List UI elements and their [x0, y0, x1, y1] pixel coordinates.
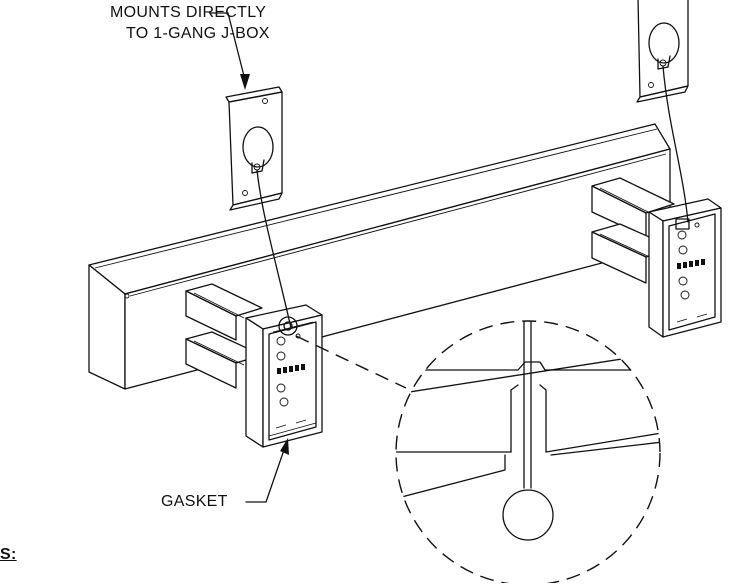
- left-wall-plate: [225, 86, 283, 211]
- right-wall-plate: [636, 0, 689, 103]
- model-marking-left: [277, 364, 305, 374]
- detail-leader: [295, 335, 407, 389]
- mounts-label-line2: TO 1-GANG J-BOX: [126, 25, 270, 42]
- left-gasket-frame: [245, 304, 323, 448]
- detail-view: [395, 320, 661, 586]
- mounts-leader: [209, 12, 250, 90]
- notes-heading: S:: [0, 546, 17, 563]
- right-gasket-frame: [648, 198, 722, 338]
- model-marking-right: [677, 259, 705, 269]
- right-wire: [662, 65, 689, 223]
- gasket-label: GASKET: [161, 493, 228, 510]
- mounts-label-line1: MOUNTS DIRECTLY: [110, 4, 267, 21]
- gasket-leader: [245, 438, 289, 503]
- left-mount-arms: [185, 283, 263, 389]
- left-wire: [256, 169, 292, 329]
